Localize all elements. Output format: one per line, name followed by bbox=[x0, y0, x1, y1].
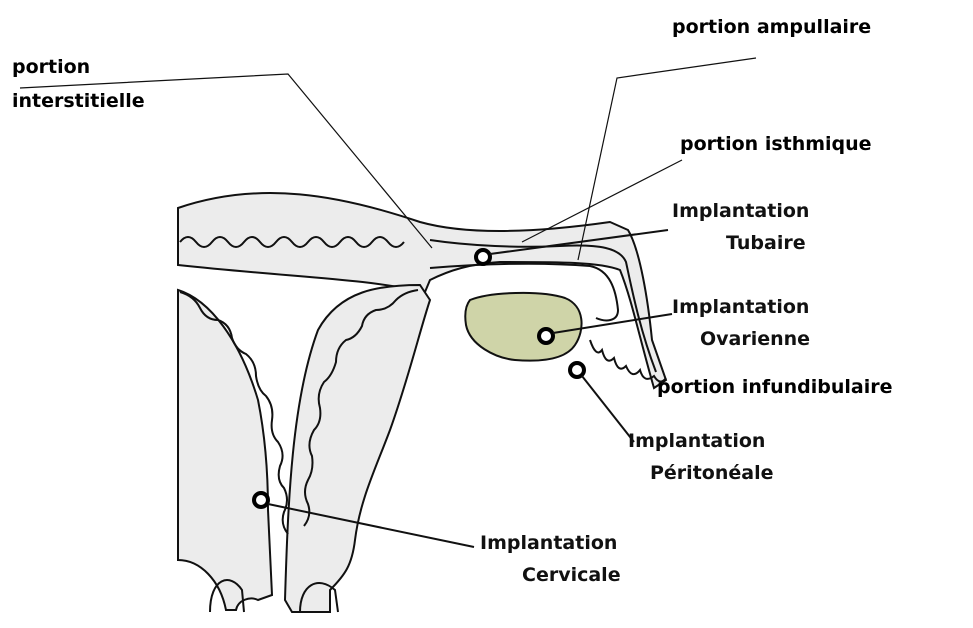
marker-peritoneale bbox=[570, 363, 584, 377]
marker-ovarienne bbox=[539, 329, 553, 343]
label-implantation-peritoneale-line1: Implantation bbox=[628, 430, 765, 454]
label-portion-interstitielle-line1: portion bbox=[12, 56, 90, 80]
label-implantation-ovarienne-line1: Implantation bbox=[672, 296, 809, 320]
label-implantation-peritoneale-line2: Péritonéale bbox=[650, 462, 773, 486]
label-portion-isthmique: portion isthmique bbox=[680, 133, 872, 157]
leader-peritoneale bbox=[582, 376, 634, 442]
label-portion-interstitielle-line2: interstitielle bbox=[12, 90, 145, 114]
uterine-wall-left bbox=[178, 290, 272, 610]
label-implantation-cervicale-line2: Cervicale bbox=[522, 564, 621, 588]
label-implantation-cervicale-line1: Implantation bbox=[480, 532, 617, 556]
marker-tubaire bbox=[476, 250, 490, 264]
label-portion-infundibulaire: portion infundibulaire bbox=[657, 376, 893, 400]
label-implantation-ovarienne-line2: Ovarienne bbox=[700, 328, 810, 352]
marker-cervicale bbox=[254, 493, 268, 507]
label-portion-ampullaire: portion ampullaire bbox=[672, 16, 871, 40]
label-implantation-tubaire-line1: Implantation bbox=[672, 200, 809, 224]
label-implantation-tubaire-line2: Tubaire bbox=[726, 232, 806, 256]
ovary bbox=[465, 293, 581, 361]
